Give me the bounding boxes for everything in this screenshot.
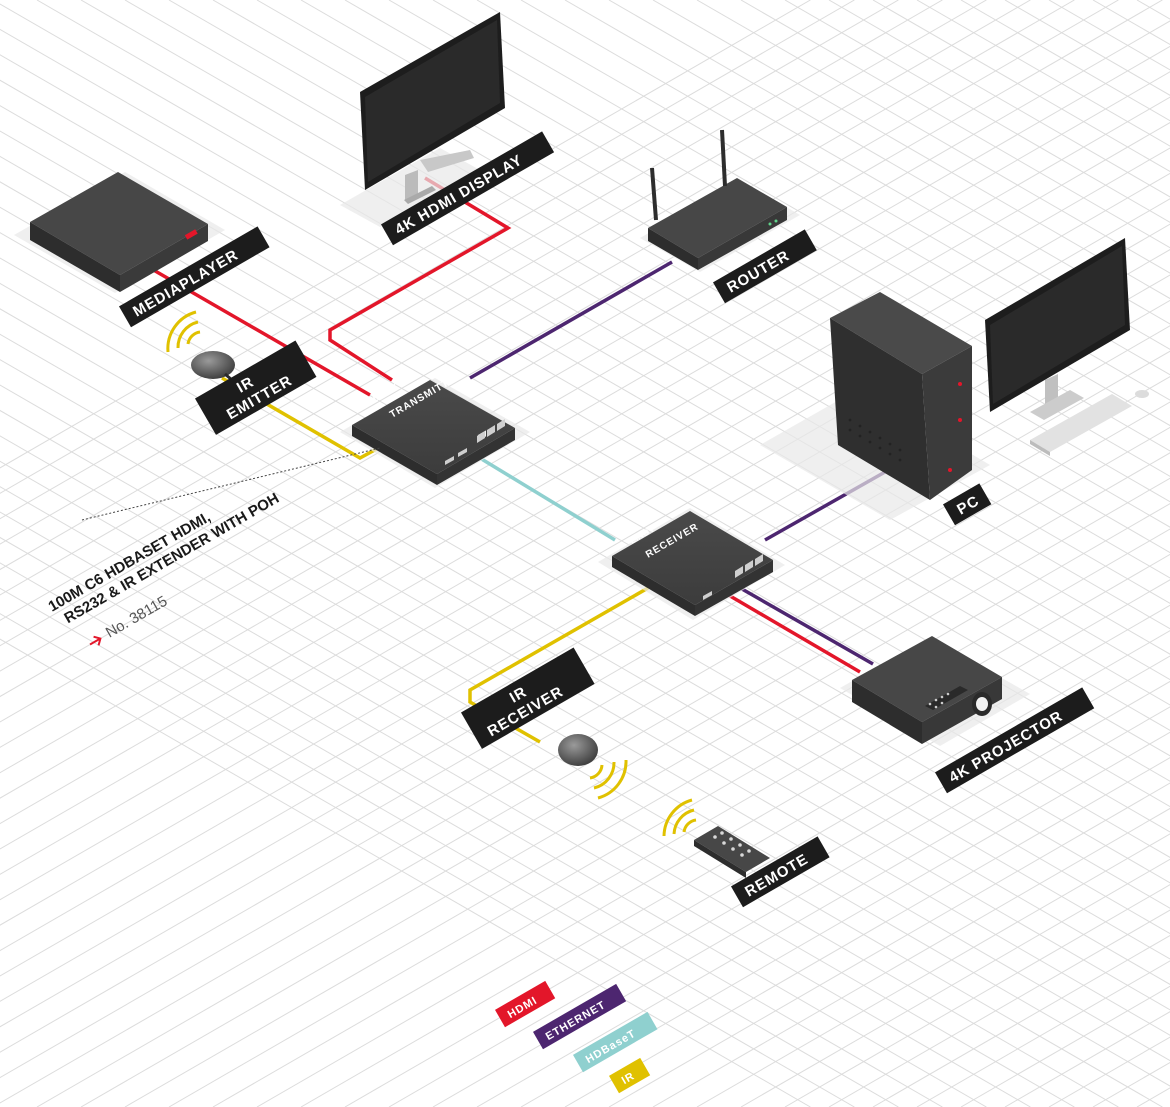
remote-device (694, 826, 770, 878)
pc-monitor-device (985, 238, 1149, 456)
projector-device (840, 636, 1030, 746)
cable-ethernet-projector (734, 583, 874, 666)
router-device (640, 129, 800, 272)
receiver-device[interactable]: LINDY RECEIVER (598, 508, 785, 620)
pc-device (760, 292, 990, 520)
hdmi-display-device (340, 12, 505, 227)
mediaplayer-device (14, 172, 225, 293)
cable-hdmi-display (328, 176, 512, 382)
legend-ir: IR (609, 1057, 651, 1094)
ir-receiver-device (558, 734, 598, 766)
title-line-2: RS232 & IR EXTENDER WITH POH (61, 490, 282, 627)
cable-hdmi-projector (724, 591, 861, 674)
ir-signal-icon (166, 310, 201, 353)
ir-signal-icon (662, 798, 697, 837)
cables (149, 176, 886, 744)
title-leader-line (81, 447, 381, 521)
ir-signal-icon (589, 759, 628, 800)
ir-emitter-device (191, 351, 235, 382)
cable-ethernet-router (469, 260, 673, 380)
legend-hdmi: HDMI (495, 980, 556, 1028)
cable-hdbaset (469, 450, 616, 542)
svg-text:IR: IR (234, 373, 257, 396)
arrow-right-icon (89, 635, 102, 646)
svg-text:IR: IR (620, 1070, 637, 1087)
svg-text:IR: IR (507, 683, 530, 706)
